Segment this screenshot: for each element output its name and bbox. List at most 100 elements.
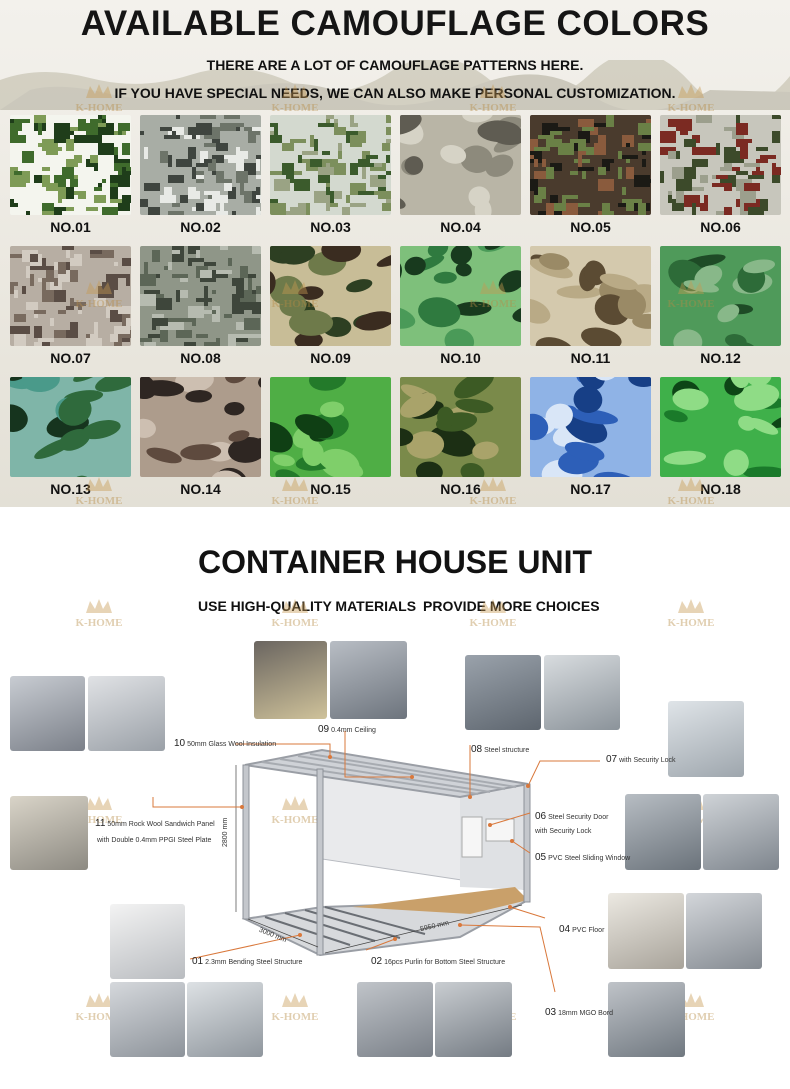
crown-icon <box>678 599 704 613</box>
mgo-board-photo <box>608 982 685 1057</box>
container-diagram <box>152 731 600 993</box>
k-home-watermark: K-HOME <box>262 80 328 116</box>
camo-swatch <box>660 246 781 346</box>
camo-pattern <box>140 246 261 346</box>
watermark-text: K-HOME <box>469 495 516 507</box>
sandwich-panel-photo <box>10 796 88 870</box>
camo-swatch <box>530 246 651 346</box>
watermark-text: K-HOME <box>271 298 318 310</box>
camo-swatch <box>270 115 391 215</box>
bending-steel-photo <box>110 904 185 979</box>
k-home-watermark: K-HOME <box>262 989 328 1025</box>
camo-banner-decoration <box>0 60 790 110</box>
crown-icon <box>86 280 112 294</box>
section-title: CONTAINER HOUSE UNIT <box>197 544 593 580</box>
callout-11-line2: with Double 0.4mm PPGI Steel Plate <box>97 837 212 844</box>
watermark-text: K-HOME <box>271 617 318 629</box>
camo-swatch <box>10 115 131 215</box>
camo-pattern <box>10 246 131 346</box>
camo-pattern <box>270 377 391 477</box>
subtitle-materials: USE HIGH-QUALITY MATERIALS <box>198 598 417 614</box>
k-home-watermark: K-HOME <box>66 595 132 631</box>
purlin-photo <box>357 982 433 1057</box>
camo-pattern <box>660 377 781 477</box>
camo-pattern <box>660 115 781 215</box>
subtitle-line-1: THERE ARE A LOT OF CAMOUFLAGE PATTERNS H… <box>206 57 584 73</box>
purlin-weld-photo <box>435 982 512 1057</box>
callout-06-line2: with Security Lock <box>535 828 592 835</box>
camo-swatch <box>270 377 391 477</box>
watermark-text: K-HOME <box>469 298 516 310</box>
crown-icon <box>282 280 308 294</box>
swatch-label: NO.10 <box>440 350 481 366</box>
k-home-watermark: K-HOME <box>460 80 526 116</box>
k-home-watermark: K-HOME <box>262 595 328 631</box>
crown-icon <box>480 599 506 613</box>
crown-icon <box>282 599 308 613</box>
swatch-label: NO.11 <box>570 350 611 366</box>
subtitle-choices: PROVIDE MORE CHOICES <box>423 598 600 614</box>
crown-icon <box>480 84 506 98</box>
crown-icon <box>86 599 112 613</box>
camo-pattern <box>400 115 521 215</box>
watermark-text: K-HOME <box>667 298 714 310</box>
swatch-label: NO.05 <box>570 219 611 235</box>
k-home-watermark: K-HOME <box>460 473 526 507</box>
camo-swatch <box>140 377 261 477</box>
camo-pattern <box>530 246 651 346</box>
swatch-label: NO.18 <box>700 481 741 497</box>
camo-swatch <box>530 377 651 477</box>
glass-wool-photo <box>254 641 327 719</box>
camo-swatch <box>140 246 261 346</box>
swatch-label: NO.14 <box>180 481 221 497</box>
watermark-text: K-HOME <box>75 102 122 114</box>
crown-icon <box>282 796 308 810</box>
crown-icon <box>480 477 506 491</box>
k-home-watermark: K-HOME <box>658 473 724 507</box>
camo-pattern <box>140 377 261 477</box>
k-home-watermark: K-HOME <box>658 276 724 312</box>
swatch-label: NO.12 <box>700 350 741 366</box>
swatch-label: NO.06 <box>700 219 741 235</box>
camo-pattern <box>530 115 651 215</box>
camo-pattern <box>400 246 521 346</box>
crown-icon <box>86 84 112 98</box>
subtitle-line-2: IF YOU HAVE SPECIAL NEEDS, WE CAN ALSO M… <box>114 85 676 101</box>
camo-swatch <box>270 246 391 346</box>
camo-pattern <box>660 246 781 346</box>
camo-pattern <box>10 115 131 215</box>
k-home-watermark: K-HOME <box>66 80 132 116</box>
k-home-watermark: K-HOME <box>460 595 526 631</box>
watermark-text: K-HOME <box>271 814 318 826</box>
insulation-install-photo <box>330 641 407 719</box>
container-house-section: CONTAINER HOUSE UNIT USE HIGH-QUALITY MA… <box>0 507 790 1089</box>
dimension-height: 2800 mm <box>222 817 229 847</box>
crown-icon <box>282 84 308 98</box>
watermark-text: K-HOME <box>75 617 122 629</box>
camo-swatch <box>140 115 261 215</box>
crown-icon <box>678 84 704 98</box>
k-home-watermark: K-HOME <box>658 595 724 631</box>
security-door-photo <box>703 794 779 870</box>
camo-pattern <box>270 246 391 346</box>
k-home-watermark: K-HOME <box>262 473 328 507</box>
watermark-text: K-HOME <box>667 495 714 507</box>
k-home-watermark: K-HOME <box>66 473 132 507</box>
camo-pattern <box>140 115 261 215</box>
camo-pattern <box>270 115 391 215</box>
k-home-watermark: K-HOME <box>66 276 132 312</box>
swatch-label: NO.01 <box>50 219 91 235</box>
panel-install-photo <box>10 676 85 751</box>
crown-icon <box>282 477 308 491</box>
pvc-floor-photo <box>608 893 684 969</box>
crown-icon <box>86 993 112 1007</box>
